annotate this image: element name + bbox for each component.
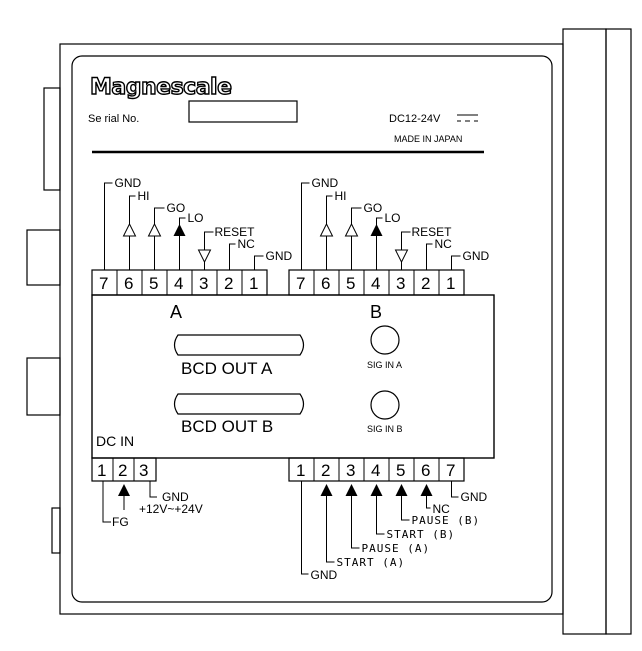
sig-in-a-label: SIG IN A	[367, 360, 402, 370]
control-gnd-label: GND	[311, 568, 338, 582]
terminal-pin: 4	[371, 461, 380, 480]
control-pause-b-label: PAUSE (B)	[412, 514, 481, 527]
input-arrow-icon	[345, 484, 358, 496]
housing	[26, 28, 632, 635]
terminal-pin: 4	[174, 274, 183, 293]
input-arrow-icon	[394, 249, 409, 264]
output-arrow-icon	[147, 222, 162, 237]
signal-label-nc: NC	[435, 237, 453, 251]
section-b-label: B	[370, 302, 382, 322]
main-body	[91, 294, 495, 459]
terminal-block	[288, 457, 465, 482]
control-gnd-right-label: GND	[461, 490, 488, 504]
terminal-pin: 3	[346, 461, 355, 480]
dc-in-gnd-label: GND	[162, 490, 189, 504]
terminal-pin: 3	[199, 274, 208, 293]
signal-label-lo: LO	[188, 211, 204, 225]
terminal-pin: 2	[224, 274, 233, 293]
input-arrow-icon	[320, 484, 333, 496]
terminal-pin: 2	[321, 461, 330, 480]
terminal-pin: 1	[446, 274, 455, 293]
terminal-pin: 5	[149, 274, 158, 293]
input-arrow-icon	[420, 484, 433, 496]
terminal-pin: 7	[296, 274, 305, 293]
serial-number-box	[188, 100, 298, 123]
dc-in-terminal: 1 2 3 FG +12V~+24V GND	[91, 457, 203, 529]
input-arrow-icon	[197, 249, 212, 264]
signal-label-gnd: GND	[266, 249, 293, 263]
serial-label: Se rial No.	[88, 113, 139, 125]
sig-in-b-port	[370, 390, 400, 420]
signal-label-gnd: GND	[115, 176, 142, 190]
signal-label-gnd: GND	[463, 249, 490, 263]
brand-logo: Magnescale	[90, 75, 232, 100]
signal-label-reset: RESET	[215, 225, 256, 239]
signal-label-hi: HI	[138, 189, 150, 203]
bcd-out-b-port	[173, 393, 305, 415]
terminal-pin: 6	[421, 461, 430, 480]
terminal-pin: 4	[371, 274, 380, 293]
power-rating: DC12-24V	[389, 113, 441, 125]
dc-in-voltage-label: +12V~+24V	[139, 502, 203, 516]
section-a-label: A	[170, 302, 182, 322]
terminal-pin: 1	[296, 461, 305, 480]
output-arrow-icon	[344, 222, 359, 237]
control-nc-label: NC	[433, 502, 451, 516]
signal-label-nc: NC	[238, 237, 256, 251]
signal-label-gnd: GND	[312, 176, 339, 190]
signal-label-reset: RESET	[412, 225, 453, 239]
dc-in-pin: 2	[118, 461, 127, 480]
bcd-out-b-label: BCD OUT B	[181, 417, 273, 436]
output-arrow-icon	[122, 222, 137, 237]
dc-in-pin: 3	[139, 461, 148, 480]
input-arrow-icon	[118, 484, 130, 496]
signal-label-go: GO	[167, 201, 186, 215]
bcd-out-a-label: BCD OUT A	[181, 359, 273, 378]
input-arrow-icon	[370, 484, 383, 496]
signal-label-go: GO	[364, 201, 383, 215]
terminal-pin: 6	[321, 274, 330, 293]
output-arrow-icon	[319, 222, 334, 237]
signal-label-hi: HI	[335, 189, 347, 203]
output-arrow-icon	[370, 224, 383, 236]
dc-in-pin: 1	[97, 461, 106, 480]
dc-in-title: DC IN	[96, 433, 134, 449]
terminal-pin: 1	[249, 274, 258, 293]
terminal-pin: 7	[99, 274, 108, 293]
dc-in-fg-label: FG	[112, 515, 129, 529]
terminal-pin: 5	[346, 274, 355, 293]
input-arrow-icon	[395, 484, 408, 496]
control-start-b-label: START (B)	[387, 528, 456, 541]
terminal-pin: 7	[446, 461, 455, 480]
signal-label-lo: LO	[385, 211, 401, 225]
bcd-out-a-port	[173, 334, 305, 356]
terminal-pin: 5	[396, 461, 405, 480]
control-pause-a-label: PAUSE (A)	[362, 542, 431, 555]
sig-in-a-port	[370, 325, 400, 355]
sig-in-b-label: SIG IN B	[367, 424, 403, 434]
origin-label: MADE IN JAPAN	[394, 134, 462, 144]
terminal-pin: 2	[421, 274, 430, 293]
terminal-pin: 6	[124, 274, 133, 293]
output-arrow-icon	[173, 224, 186, 236]
terminal-pin: 3	[396, 274, 405, 293]
control-start-a-label: START (A)	[337, 556, 406, 569]
dc-symbol-icon	[457, 114, 478, 122]
